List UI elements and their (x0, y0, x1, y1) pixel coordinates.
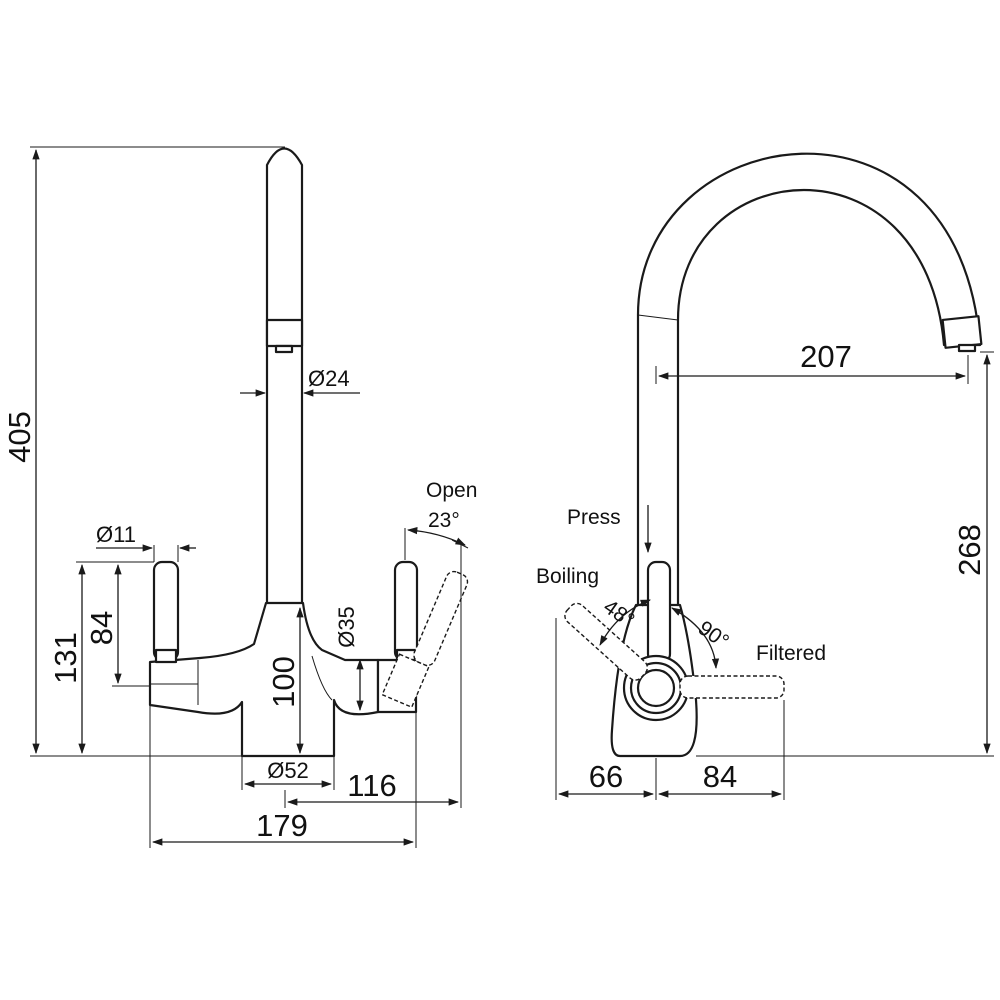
label-open-angle: 23° (428, 509, 460, 532)
side-lever-top (646, 560, 672, 664)
label-total-width: 179 (256, 808, 308, 843)
front-left-lever-collar (154, 648, 178, 664)
front-left-lever (152, 560, 180, 662)
label-reach: 207 (800, 339, 852, 374)
label-boiling: Boiling (536, 565, 599, 588)
side-spout (636, 152, 982, 614)
front-spout-outlet (274, 344, 294, 354)
label-lever-length: 84 (84, 611, 119, 645)
label-lever-diameter: Ø11 (96, 522, 136, 547)
label-open: Open (426, 479, 477, 502)
label-base-diameter: Ø52 (267, 758, 309, 783)
dim-filtered-angle (671, 607, 720, 670)
label-front-depth: 84 (703, 759, 737, 794)
label-lever-height: 131 (48, 632, 83, 684)
front-spout (265, 147, 304, 614)
label-offset-to-lever: 116 (347, 768, 396, 803)
front-body-left-arm-line (150, 660, 199, 705)
front-lever-open-ghost (413, 570, 469, 667)
front-right-lever (393, 560, 419, 662)
dim-boiling-angle (599, 599, 651, 646)
label-spout-diameter: Ø24 (308, 366, 350, 391)
front-spout-nozzle-band (265, 318, 304, 348)
label-total-height: 405 (2, 411, 37, 463)
label-body-height: 100 (266, 656, 301, 708)
side-spout-outlet (957, 343, 977, 353)
front-lever-open-ghost-housing (381, 653, 430, 709)
label-press: Press (567, 506, 621, 529)
side-lever-filtered-ghost (679, 675, 785, 699)
front-body (148, 601, 380, 758)
label-spout-height: 268 (952, 524, 987, 576)
front-view: 405 Ø24 Ø11 131 84 100 Ø35 Ø52 (2, 146, 477, 848)
label-filtered: Filtered (756, 642, 826, 665)
side-knob-inner (636, 668, 676, 708)
label-filtered-angle: 90° (694, 616, 733, 653)
side-spout-nozzle-band (941, 315, 983, 349)
label-rear-depth: 66 (589, 759, 623, 794)
label-body-diameter: Ø35 (334, 606, 359, 648)
side-view: 207 268 Press Boiling 48° Filtered 90° 6… (536, 152, 994, 800)
front-body-right-arm-curve (311, 655, 333, 701)
dim-open-angle (406, 526, 466, 546)
